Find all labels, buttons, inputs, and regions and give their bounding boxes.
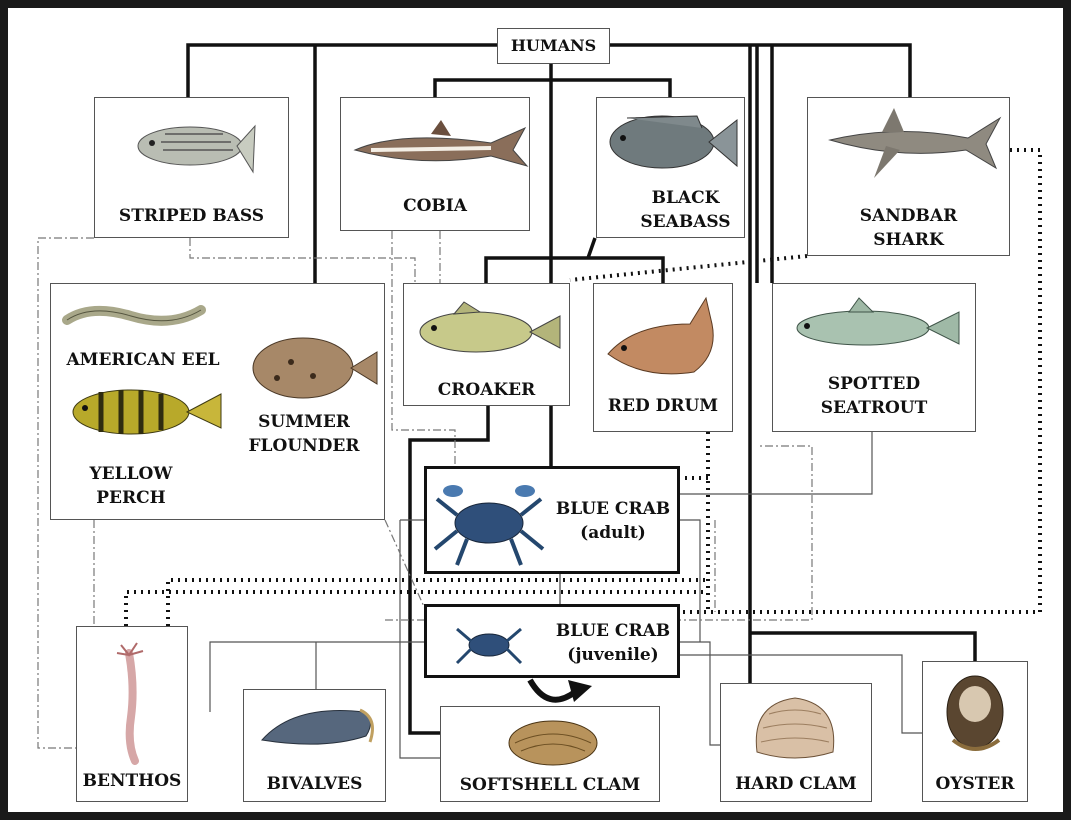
node-oyster: OYSTER [922,661,1028,802]
yellow-perch-label-1: YELLOW [71,462,191,486]
striped-bass-label: STRIPED BASS [95,204,288,228]
node-eel-flounder-perch-group: AMERICAN EEL SUMMER FLOUNDER YELLOW PERC… [50,283,385,520]
node-spotted-seatrout: SPOTTED SEATROUT [772,283,976,432]
american-eel-label: AMERICAN EEL [59,348,227,372]
node-croaker: CROAKER [403,283,570,406]
hard-clam-label: HARD CLAM [721,772,871,796]
benthos-label: BENTHOS [77,769,187,793]
node-striped-bass: STRIPED BASS [94,97,289,238]
sandbar-shark-label-2: SHARK [808,228,1009,252]
black-seabass-label-2: SEABASS [627,210,744,234]
black-seabass-label-1: BLACK [627,186,744,210]
node-blue-crab-adult: BLUE CRAB (adult) [424,466,680,574]
spotted-seatrout-label-2: SEATROUT [773,396,975,420]
yellow-perch-label-2: PERCH [71,486,191,510]
node-hard-clam: HARD CLAM [720,683,872,802]
softshell-clam-label: SOFTSHELL CLAM [441,773,659,797]
node-red-drum: RED DRUM [593,283,733,432]
croaker-label: CROAKER [404,378,569,402]
node-black-seabass: BLACK SEABASS [596,97,745,238]
bivalves-label: BIVALVES [244,772,385,796]
blue-crab-adult-label-2: (adult) [547,521,679,545]
cycle-arrow-icon [530,680,592,702]
node-humans: HUMANS [497,28,610,64]
spotted-seatrout-label-1: SPOTTED [773,372,975,396]
blue-crab-juvenile-label-1: BLUE CRAB [547,619,679,643]
node-cobia: COBIA [340,97,530,231]
summer-flounder-label-2: FLOUNDER [239,434,369,458]
red-drum-label: RED DRUM [594,394,732,418]
humans-label: HUMANS [498,34,609,58]
node-bivalves: BIVALVES [243,689,386,802]
cobia-label: COBIA [341,194,529,218]
sandbar-shark-label-1: SANDBAR [808,204,1009,228]
node-benthos: BENTHOS [76,626,188,802]
node-blue-crab-juvenile: BLUE CRAB (juvenile) [424,604,680,678]
oyster-label: OYSTER [923,772,1027,796]
blue-crab-juvenile-label-2: (juvenile) [547,643,679,667]
node-softshell-clam: SOFTSHELL CLAM [440,706,660,802]
node-sandbar-shark: SANDBAR SHARK [807,97,1010,256]
blue-crab-adult-label-1: BLUE CRAB [547,497,679,521]
summer-flounder-label-1: SUMMER [239,410,369,434]
